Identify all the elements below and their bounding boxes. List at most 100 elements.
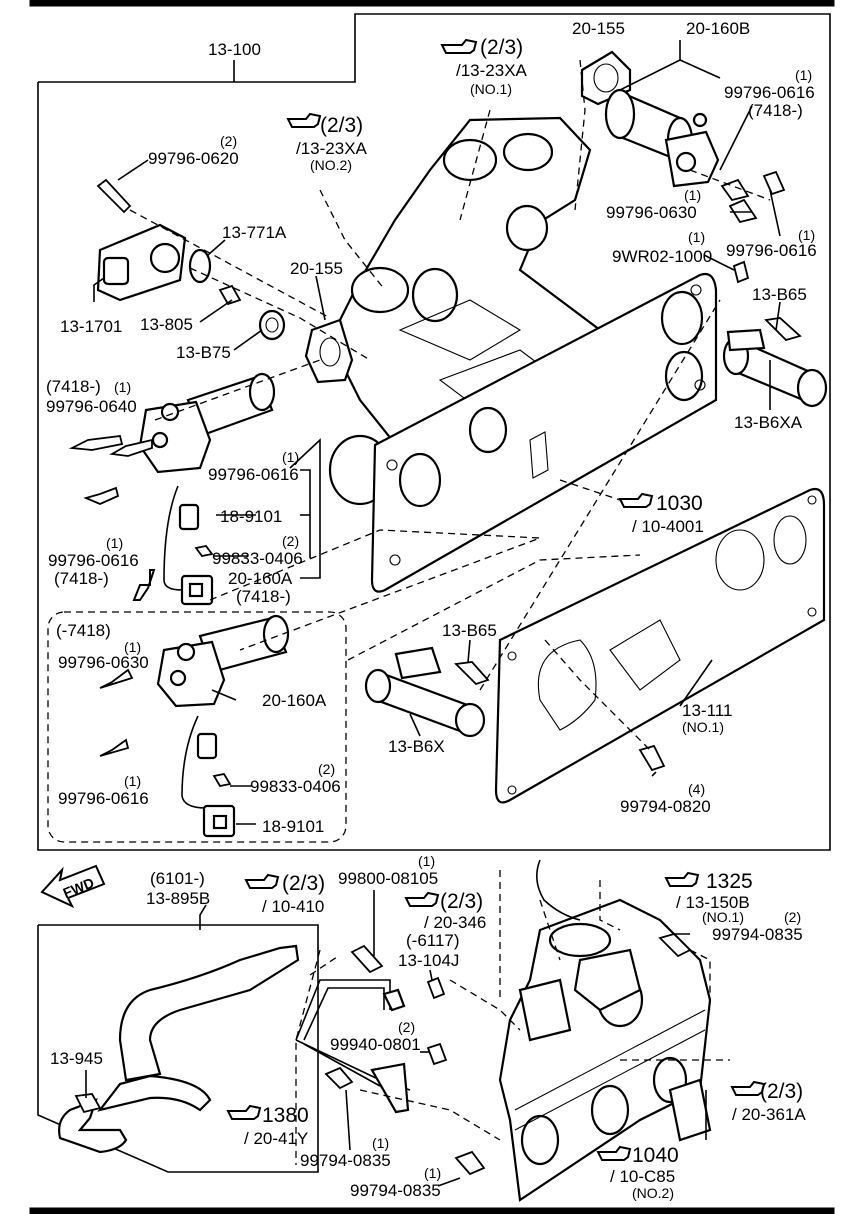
ref-13-23xa-no2-code: /13-23XA [296,139,368,158]
up-arrow [132,569,156,601]
fwd-arrow [40,864,106,909]
label-13-111: 13-111 [682,701,732,720]
label-20-155-top: 20-155 [572,19,625,38]
qty-0820: (4) [688,781,705,797]
label-13-b6xa: 13-B6XA [734,413,803,432]
hand-pointer-icon [244,873,280,889]
label-18-9101-a: 18-9101 [220,507,282,526]
label-99796-0630-a: 99796-0630 [606,203,697,222]
bracket-rods-lower [295,979,411,1114]
hand-pointer-icon [226,1104,262,1120]
label-13-b6x: 13-B6X [388,737,445,756]
ref-1380-page: 1380 [262,1104,309,1127]
solenoid-13-b6x [364,646,486,738]
ref-10-410-code: / 10-410 [262,897,324,916]
ref-20-361a-page: (2/3) [760,1080,803,1103]
label-99796-0616-e: 99796-0616 [58,789,149,808]
qty-0640: (1) [114,379,131,395]
label-99796-0616-b: 99796-0616 [726,241,817,260]
qty-0616-b: (1) [798,227,815,243]
qty-0835-c: (1) [424,1165,441,1181]
label-99796-0616-d: 99796-0616 [48,551,139,570]
hand-pointer-icon [618,492,654,508]
label-20-160a-a: 20-160A [228,569,293,588]
qty-0835-b: (1) [372,1135,389,1151]
label-18-9101-b: 18-9101 [262,817,324,836]
solenoid-13-b6xa [722,328,828,408]
ref-13-23xa-no1-sub: (NO.1) [470,81,512,97]
manifold-flange [370,272,718,593]
top-border [29,0,835,7]
label-7418-d: (7418-) [236,587,291,606]
vsv-20-160a-inset [156,614,290,708]
ref-1325-code: / 13-150B [676,893,750,912]
label-99794-0820: 99794-0820 [620,797,711,816]
qty-0616-e: (1) [124,773,141,789]
label-6101: (6101-) [150,869,205,888]
dashed-leaders-lower [295,870,730,1165]
bottom-border [29,1207,835,1214]
hose-13-895b [58,944,300,1154]
label-99796-0616-c: 99796-0616 [208,465,299,484]
qty-0406-a: (2) [282,533,299,549]
hand-pointer-icon [404,891,440,907]
ref-1325-page: 1325 [706,870,753,893]
oring-13-771a [188,248,212,284]
ref-10-410-page: (2/3) [282,872,325,895]
label-inset-7418: (-7418) [56,621,111,640]
hose-inset-frame [37,924,319,1173]
label-20-155-mid: 20-155 [290,259,343,278]
label-99940-0801: 99940-0801 [330,1035,421,1054]
hand-pointer-icon [664,871,700,887]
label-13-b75: 13-B75 [176,343,231,362]
vsv-20-160b [604,88,720,188]
ref-13-23xa-no1-page: (2/3) [480,36,523,59]
label-13-771a: 13-771A [222,223,287,242]
hand-pointer-icon [596,1145,632,1161]
curved-arrow [536,859,581,921]
part-13-1701 [96,223,187,302]
qty-9wr02: (1) [688,229,705,245]
hand-pointer-icons [226,38,766,1161]
qty-0630-b: (1) [124,639,141,655]
label-7418-c: (7418-) [54,569,109,588]
label-20-160a-b: 20-160A [262,691,327,710]
hose-18-9101-upper [163,485,214,606]
label-7418-a: (7418-) [748,101,803,120]
gear-13-b75 [258,309,286,341]
label-13-895b: 13-895B [146,889,210,908]
ref-1030-page: 1030 [656,492,703,515]
qty-0620: (2) [220,133,237,149]
labels: 13-100 (2/3) /13-23XA (NO.1) 20-155 20-1… [46,19,817,1201]
ref-20-346-code: / 20-346 [424,913,486,932]
label-6117: (-6117) [406,931,460,950]
hand-pointer-icon [730,1080,766,1096]
label-13-111-no1: (NO.1) [682,719,724,735]
ref-20-346-page: (2/3) [440,890,483,913]
label-13-100: 13-100 [208,40,261,59]
ref-13-23xa-no2-page: (2/3) [320,114,363,137]
bolts-lower [74,932,692,1176]
ref-1040-page: 1040 [632,1144,679,1167]
label-99800-08105: 99800-08105 [338,869,438,888]
hand-pointer-icon [440,38,478,54]
qty-0616-c: (1) [282,449,299,465]
hand-pointer-icon [286,112,322,128]
ref-20-361a-code: / 20-361A [732,1105,806,1124]
inset-frame [47,611,347,843]
label-99794-0835-c: 99794-0835 [350,1181,441,1200]
label-20-160b: 20-160B [686,19,750,38]
ref-1030-code: / 10-4001 [632,517,704,536]
label-99833-0406-b: 99833-0406 [250,777,341,796]
qty-0801: (2) [398,1019,415,1035]
label-13-b65-a: 13-B65 [752,285,807,304]
label-99796-0630-b: 99796-0630 [58,653,149,672]
qty-08105: (1) [418,853,435,869]
qty-0616-d: (1) [106,535,123,551]
qty-0406-b: (2) [318,761,335,777]
bolts-upper [68,170,802,788]
leader-lines-upper [93,40,781,825]
label-99796-0640: 99796-0640 [46,397,137,416]
label-99794-0835-a: 99794-0835 [712,925,803,944]
